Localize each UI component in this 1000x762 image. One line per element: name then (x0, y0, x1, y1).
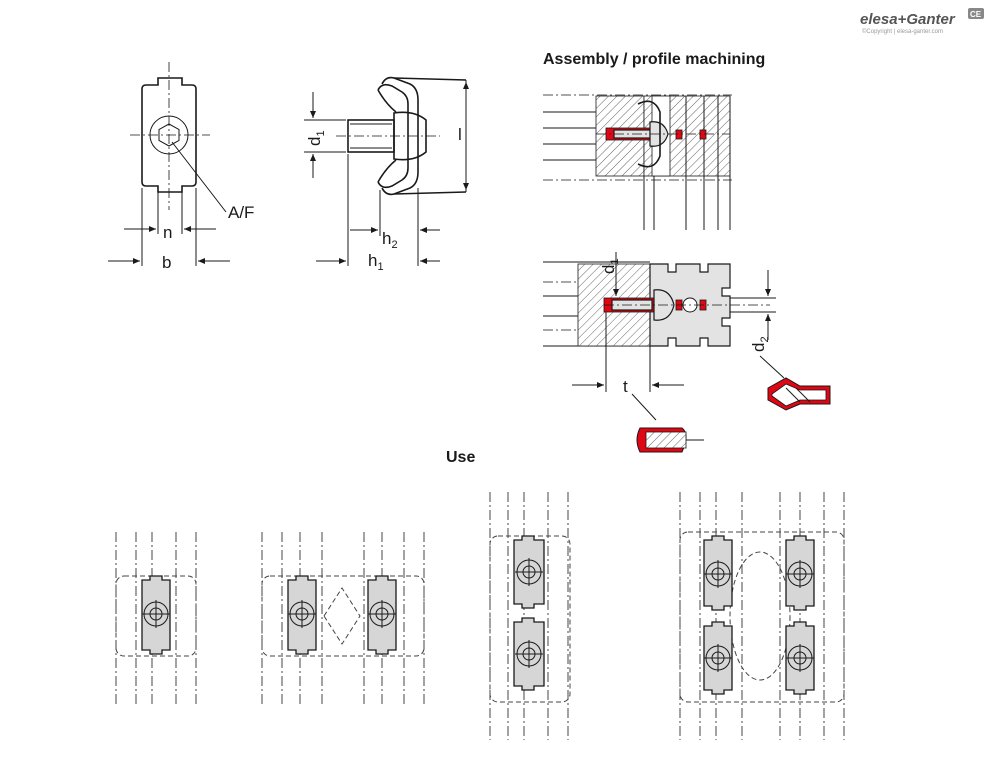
dim-d1-label: d1 (305, 130, 327, 146)
drill-bit-icon (767, 377, 831, 411)
svg-text:d1: d1 (305, 130, 327, 146)
ce-badge-text: CE (970, 10, 982, 19)
ce-badge (968, 8, 984, 19)
assembly-detail-top (543, 94, 732, 230)
tap-drill-icon (636, 427, 704, 453)
use-heading: Use (446, 449, 475, 466)
dim-d2-label: d2 (749, 336, 771, 352)
use-example-double-horizontal (261, 532, 425, 706)
dim-l-label: l (458, 125, 462, 144)
use-example-double-vertical (489, 492, 571, 740)
assembly-detail-bottom (543, 252, 785, 421)
dim-b-label: b (162, 253, 171, 272)
dim-af-label: A/F (228, 203, 254, 222)
copyright-text: ©Copyright | elesa-ganter.com (862, 28, 943, 35)
dim-h1-label: h1 (368, 251, 384, 273)
brand-logo: elesa+Ganter ©Copyright | elesa-ganter.c… (860, 8, 984, 35)
dim-h2-label: h2 (382, 229, 398, 251)
svg-text:elesa+Ganter: elesa+Ganter (860, 11, 956, 28)
dim-t-label: t (623, 377, 628, 396)
use-example-quad (679, 492, 845, 740)
assembly-heading: Assembly / profile machining (543, 51, 765, 68)
side-view (304, 76, 469, 266)
use-example-single (115, 532, 197, 706)
dim-n-label: n (163, 223, 172, 242)
front-view (108, 62, 230, 266)
dim-d1-assembly-label: d1 (599, 258, 621, 274)
